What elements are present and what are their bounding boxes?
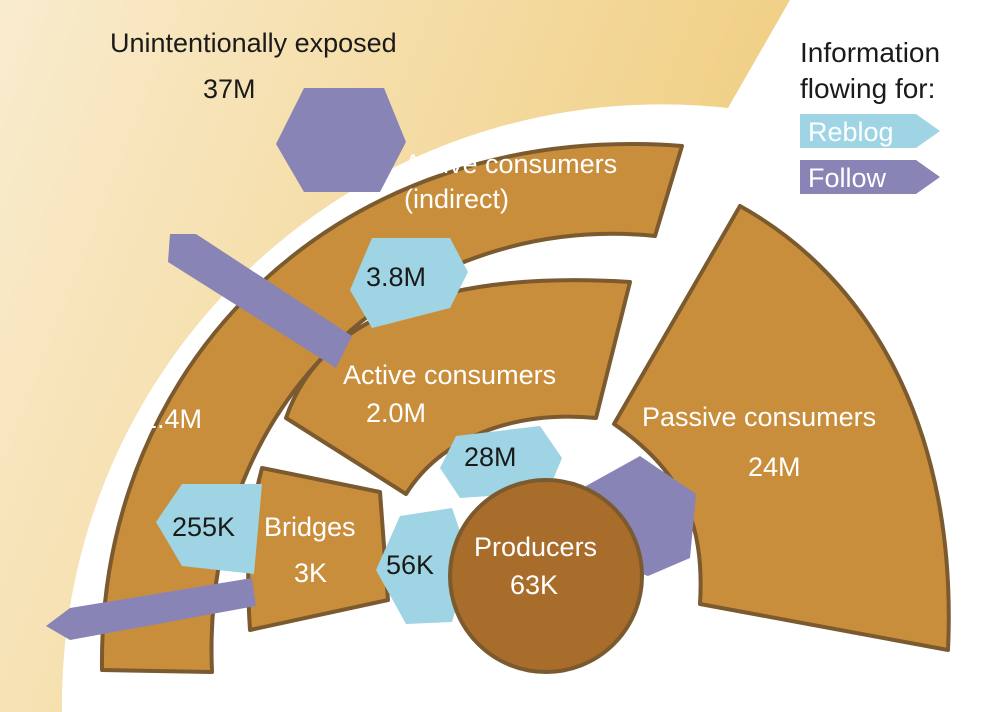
active-consumers-value: 2.0M <box>366 398 426 428</box>
reblog-arrow-active-indirect <box>350 238 468 328</box>
legend-follow-arrow <box>800 160 940 194</box>
flow-value-255k: 255K <box>172 512 235 542</box>
active-indirect-value: 2.4M <box>142 404 202 434</box>
passive-consumers-value: 24M <box>748 452 801 482</box>
active-indirect-label-line1: Active consumers <box>404 149 617 179</box>
legend-reblog-label: Reblog <box>808 117 894 147</box>
bridges-value: 3K <box>294 558 327 588</box>
bridges-label: Bridges <box>264 512 356 542</box>
producers-node <box>448 478 644 674</box>
flow-value-3-8m: 3.8M <box>366 262 426 292</box>
follow-arrow-bridges <box>46 578 256 640</box>
active-consumers-label: Active consumers <box>343 360 556 390</box>
legend-follow-label: Follow <box>808 163 887 193</box>
unintentional-value: 37M <box>203 74 256 104</box>
legend-title-line1: Information <box>800 37 940 68</box>
producers-value: 63K <box>510 570 558 600</box>
reblog-arrow-bridges-out <box>156 484 262 574</box>
unintentional-label: Unintentionally exposed <box>110 28 397 58</box>
flow-value-28m: 28M <box>464 442 517 472</box>
legend-title-line2: flowing for: <box>800 73 935 104</box>
producers-label: Producers <box>474 532 597 562</box>
follow-arrow-unintentional <box>276 88 406 192</box>
passive-consumers-label: Passive consumers <box>642 402 876 432</box>
active-indirect-label-line2: (indirect) <box>404 184 509 214</box>
legend-reblog-arrow <box>800 114 940 148</box>
flow-value-56k: 56K <box>386 550 434 580</box>
unintentional-exposure-region <box>0 0 790 712</box>
follow-arrow-active-indirect <box>168 234 352 368</box>
bridges-segment <box>246 466 390 632</box>
reblog-arrow-bridges-in <box>376 508 470 624</box>
